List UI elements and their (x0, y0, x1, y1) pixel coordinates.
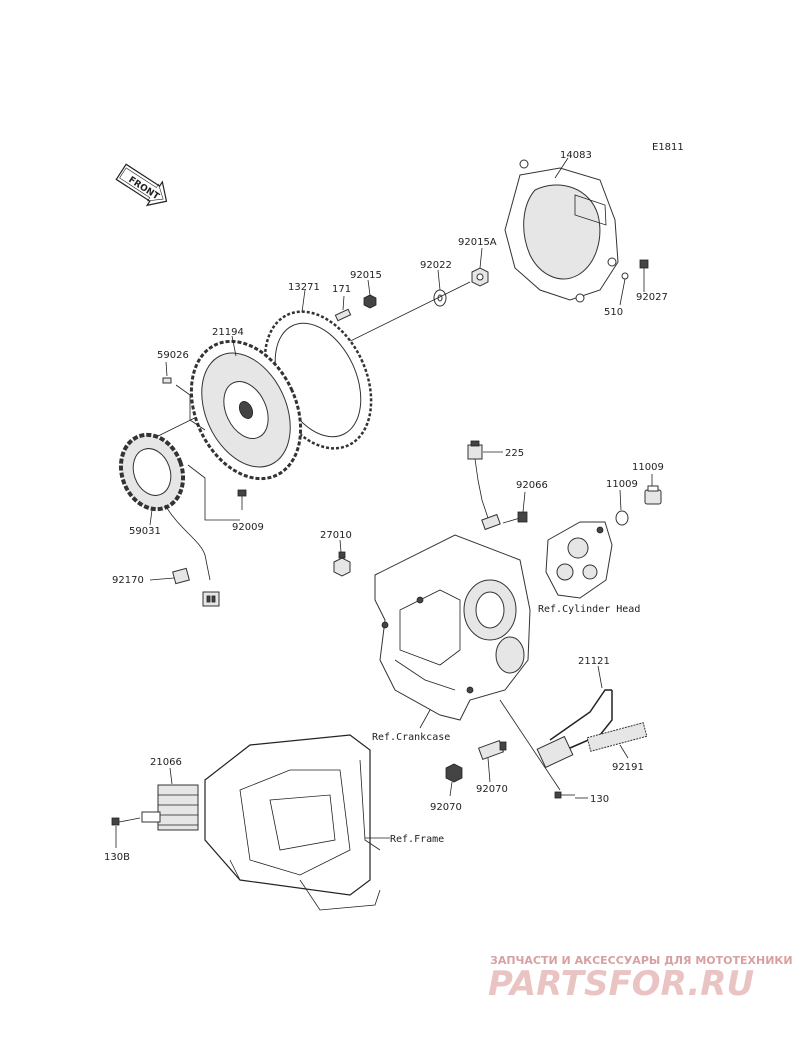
bolt-225 (502, 511, 528, 524)
regulator-21066 (141, 784, 199, 831)
part-21066: 21066 (150, 757, 182, 768)
part-21194: 21194 (212, 327, 244, 338)
part-14083: 14083 (560, 150, 592, 161)
part-59031: 59031 (129, 526, 161, 537)
plug-cap-21130 (477, 739, 507, 761)
sleeve-92191 (586, 722, 648, 752)
washer-92022 (433, 289, 447, 307)
part-11009-label-text: 11009 (606, 479, 638, 490)
part-92015a: 92015A (458, 237, 497, 248)
watermark-tagline: ЗАПЧАСТИ И АКСЕССУАРЫ ДЛЯ МОТОТЕХНИКИ (490, 954, 793, 967)
part-130b: 130B (104, 852, 130, 863)
diagram-code: E1811 (652, 142, 684, 153)
nut-92015 (363, 294, 377, 309)
rotor-21194 (189, 339, 303, 481)
part-21121: 21121 (578, 656, 610, 667)
watermark-brand: PARTSFOR.RU (488, 964, 754, 1004)
key-171 (334, 308, 352, 322)
part-130a: 92027 (636, 292, 668, 303)
part-92170: 92170 (112, 575, 144, 586)
part-92191: 92191 (612, 762, 644, 773)
alternator-cover (504, 159, 619, 303)
part-225: 92066 (516, 480, 548, 491)
stator-59031 (118, 432, 220, 607)
ref-crankcase: Ref.Crankcase (372, 732, 450, 743)
ref-cylinder-head: Ref.Cylinder Head (538, 604, 640, 615)
pickup-59026 (467, 440, 501, 531)
switch-27010 (333, 551, 351, 577)
part-13271: 13271 (288, 282, 320, 293)
gasket-11009 (615, 510, 629, 526)
clamp-92170 (172, 567, 190, 585)
part-92070-label-text: 92070 (430, 802, 462, 813)
frame-ref (204, 734, 381, 911)
part-92022: 92022 (420, 260, 452, 271)
bolt-92009 (237, 489, 247, 510)
part-59026: 225 (505, 448, 524, 459)
part-92009: 92009 (232, 522, 264, 533)
part-92027: 510 (604, 307, 623, 318)
crankcase-ref (374, 534, 531, 721)
bolt-130 (554, 791, 575, 799)
ignition-coil-21121 (536, 689, 613, 769)
ref-frame: Ref.Frame (390, 834, 444, 845)
bolt-130a (639, 259, 649, 285)
bolt-92070 (445, 763, 463, 783)
part-92066: 11009 (632, 462, 664, 473)
plug-92066 (644, 485, 662, 505)
front-arrow-icon (115, 163, 168, 207)
bolt-130b (111, 817, 141, 826)
nut-92015a (471, 267, 489, 287)
part-171: 171 (332, 284, 351, 295)
part-130: 130 (590, 794, 609, 805)
part-21130: 92070 (476, 784, 508, 795)
part-27010: 27010 (320, 530, 352, 541)
part-92015: 92015 (350, 270, 382, 281)
part-510: 59026 (157, 350, 189, 361)
cylinder-head-ref (545, 521, 613, 599)
key-510 (162, 377, 172, 384)
washer-92027 (621, 272, 629, 280)
